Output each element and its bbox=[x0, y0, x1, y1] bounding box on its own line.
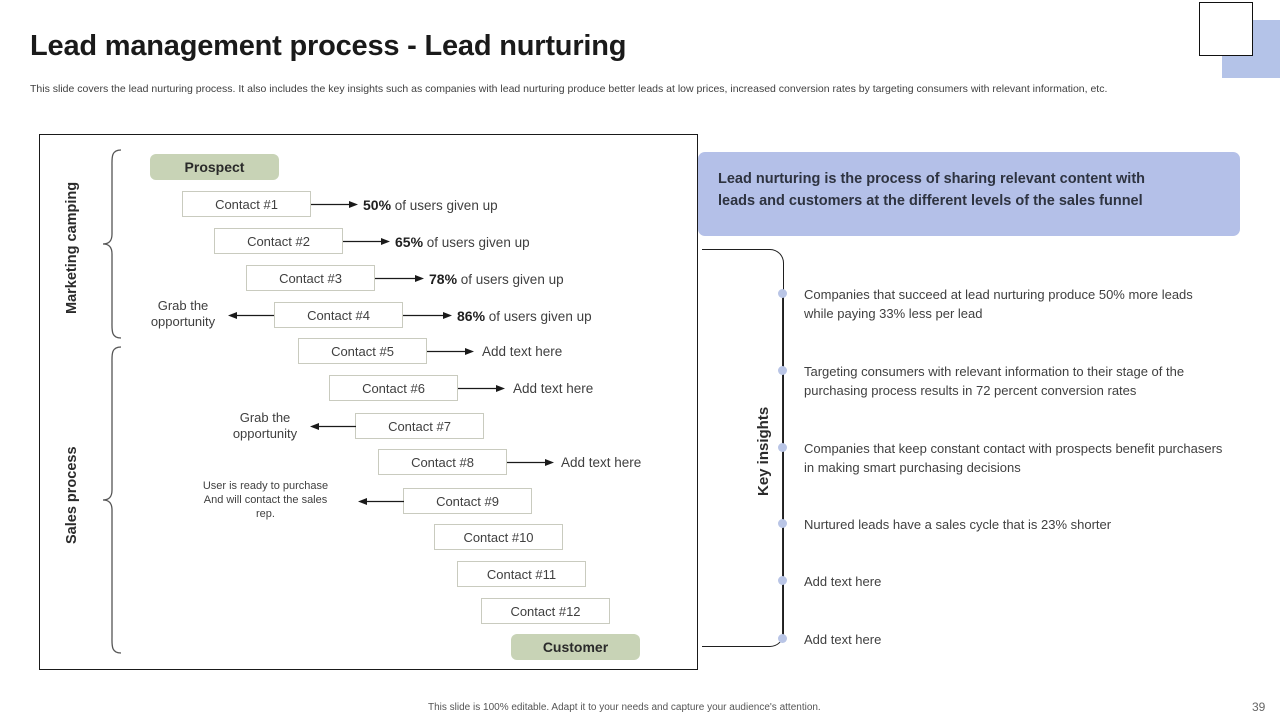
annotation-grab-opportunity-2: Grab the opportunity bbox=[216, 410, 314, 442]
contact-box-12[interactable]: Contact #12 bbox=[481, 598, 610, 624]
insight-item-2: Targeting consumers with relevant inform… bbox=[804, 364, 1185, 398]
bullet-dot-3 bbox=[778, 443, 787, 452]
key-insights-label: Key insights bbox=[755, 406, 772, 496]
step-percent-2: 65% bbox=[395, 234, 424, 250]
arrow-right-6 bbox=[458, 383, 506, 393]
highlight-banner: Lead nurturing is the process of sharing… bbox=[698, 152, 1240, 236]
annotation-ready-line-1: User is ready to purchase bbox=[202, 480, 329, 492]
contact-box-10[interactable]: Contact #10 bbox=[434, 524, 563, 550]
annotation-grab-1-line-2: opportunity bbox=[150, 314, 216, 329]
contact-box-5[interactable]: Contact #5 bbox=[298, 338, 427, 364]
contact-box-11[interactable]: Contact #11 bbox=[457, 561, 586, 587]
stage-pill-customer[interactable]: Customer bbox=[511, 634, 640, 660]
insight-item-6: Add text here bbox=[804, 632, 882, 647]
group-label-marketing: Marketing camping bbox=[64, 181, 80, 314]
step-percent-1: 50% bbox=[363, 197, 392, 213]
bullet-dot-4 bbox=[778, 519, 787, 528]
arrow-left-4 bbox=[228, 310, 274, 320]
step-percent-3: 78% bbox=[429, 271, 458, 287]
contact-box-2[interactable]: Contact #2 bbox=[214, 228, 343, 254]
insight-item-3: Companies that keep constant contact wit… bbox=[804, 441, 1223, 475]
insight-item-4: Nurtured leads have a sales cycle that i… bbox=[804, 517, 1112, 532]
stage-pill-prospect[interactable]: Prospect bbox=[150, 154, 279, 180]
step-label-8: Add text here bbox=[561, 455, 642, 470]
step-label-3: 78% of users given up bbox=[429, 271, 564, 287]
annotation-ready-line-2: And will contact the sales bbox=[203, 494, 328, 506]
contact-box-9[interactable]: Contact #9 bbox=[403, 488, 532, 514]
step-label-text-2: of users given up bbox=[423, 235, 530, 250]
banner-line-1: Lead nurturing is the process of sharing… bbox=[718, 171, 1146, 187]
page-title: Lead management process - Lead nurturing bbox=[30, 30, 627, 62]
insight-item-1: Companies that succeed at lead nurturing… bbox=[804, 287, 1193, 321]
decor-white-square bbox=[1199, 2, 1253, 56]
step-label-1: 50% of users given up bbox=[363, 197, 498, 213]
banner-line-2: leads and customers at the different lev… bbox=[718, 193, 1143, 209]
footer-note: This slide is 100% editable. Adapt it to… bbox=[428, 702, 821, 713]
annotation-user-ready: User is ready to purchase And will conta… bbox=[188, 479, 343, 521]
step-label-6: Add text here bbox=[513, 381, 594, 396]
arrow-right-3 bbox=[375, 273, 425, 283]
contact-box-3[interactable]: Contact #3 bbox=[246, 265, 375, 291]
page-subtitle: This slide covers the lead nurturing pro… bbox=[30, 83, 1108, 95]
bullet-dot-1 bbox=[778, 289, 787, 298]
step-label-text-4: of users given up bbox=[485, 309, 592, 324]
bullet-dot-5 bbox=[778, 576, 787, 585]
contact-box-4[interactable]: Contact #4 bbox=[274, 302, 403, 328]
annotation-ready-line-3: rep. bbox=[256, 508, 275, 520]
contact-box-1[interactable]: Contact #1 bbox=[182, 191, 311, 217]
bullet-dot-6 bbox=[778, 634, 787, 643]
brace-marketing bbox=[101, 148, 123, 340]
key-insights-timeline bbox=[782, 290, 784, 642]
arrow-right-2 bbox=[343, 236, 391, 246]
step-label-5: Add text here bbox=[482, 344, 563, 359]
insight-item-5: Add text here bbox=[804, 574, 882, 589]
step-percent-4: 86% bbox=[457, 308, 486, 324]
arrow-left-7 bbox=[310, 421, 356, 431]
contact-box-7[interactable]: Contact #7 bbox=[355, 413, 484, 439]
group-label-sales: Sales process bbox=[64, 446, 80, 544]
arrow-right-8 bbox=[507, 457, 555, 467]
annotation-grab-2-line-2: opportunity bbox=[232, 426, 298, 441]
annotation-grab-1-line-1: Grab the bbox=[157, 298, 209, 313]
bullet-dot-2 bbox=[778, 366, 787, 375]
step-label-text-3: of users given up bbox=[457, 272, 564, 287]
arrow-right-1 bbox=[311, 199, 359, 209]
step-label-2: 65% of users given up bbox=[395, 234, 530, 250]
brace-sales bbox=[101, 345, 123, 655]
page-number: 39 bbox=[1252, 700, 1266, 714]
step-label-text-1: of users given up bbox=[391, 198, 498, 213]
diagram-frame bbox=[39, 134, 698, 670]
annotation-grab-2-line-1: Grab the bbox=[239, 410, 291, 425]
contact-box-6[interactable]: Contact #6 bbox=[329, 375, 458, 401]
contact-box-8[interactable]: Contact #8 bbox=[378, 449, 507, 475]
annotation-grab-opportunity-1: Grab the opportunity bbox=[134, 298, 232, 330]
arrow-right-4 bbox=[403, 310, 453, 320]
arrow-right-5 bbox=[427, 346, 475, 356]
arrow-left-9 bbox=[358, 496, 404, 506]
step-label-4: 86% of users given up bbox=[457, 308, 592, 324]
